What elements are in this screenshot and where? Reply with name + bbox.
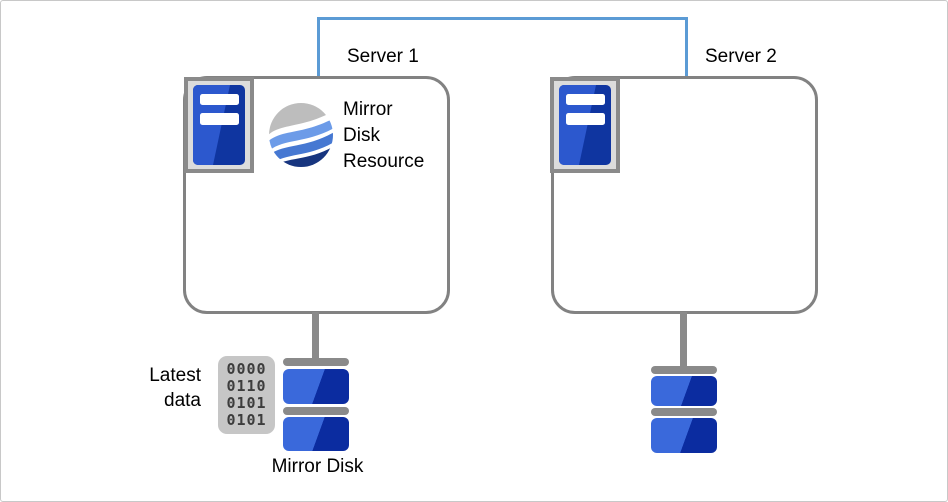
binary-row: 0101 bbox=[226, 411, 267, 429]
server1-disk-platter-bottom bbox=[283, 417, 349, 451]
server1-disk-bar-bottom bbox=[283, 407, 349, 415]
binary-row: 0101 bbox=[226, 394, 267, 412]
latest-data-line2: data bbox=[164, 390, 201, 411]
server1-disk-platter-top bbox=[283, 369, 349, 404]
server2-icon-box bbox=[550, 77, 620, 173]
server2-disk-platter-top bbox=[651, 376, 717, 406]
server2-disk-bar-top bbox=[651, 366, 717, 374]
mirror-disk-resource-icon bbox=[268, 102, 334, 168]
latest-data-line1: Latest bbox=[149, 365, 201, 386]
resource-label-line3: Resource bbox=[343, 151, 425, 172]
server2-disk-bar-bottom bbox=[651, 408, 717, 416]
server-tower-icon bbox=[550, 77, 620, 173]
latest-data-label: Latest data bbox=[113, 363, 201, 413]
mirror-disk-caption: Mirror Disk bbox=[271, 456, 364, 477]
server2-disk-platter-bottom bbox=[651, 418, 717, 453]
interconnect-line-horizontal bbox=[317, 17, 688, 20]
resource-label-line1: Mirror bbox=[343, 99, 393, 120]
resource-label-line2: Disk bbox=[343, 125, 380, 146]
server-tower-icon bbox=[184, 77, 254, 173]
interconnect-line-right bbox=[685, 17, 688, 77]
binary-row: 0110 bbox=[226, 377, 267, 395]
server2-label: Server 2 bbox=[705, 46, 777, 67]
mirror-disk-resource-label: Mirror Disk Resource bbox=[343, 97, 424, 175]
interconnect-line-left bbox=[317, 17, 320, 77]
server1-disk-bar-top bbox=[283, 358, 349, 366]
server1-disk-stem bbox=[312, 312, 319, 361]
binary-data-block: 0000 0110 0101 0101 bbox=[218, 356, 275, 434]
server1-label: Server 1 bbox=[347, 46, 419, 67]
server2-disk-stem bbox=[680, 312, 687, 368]
server1-icon-box bbox=[184, 77, 254, 173]
binary-row: 0000 bbox=[226, 360, 267, 378]
